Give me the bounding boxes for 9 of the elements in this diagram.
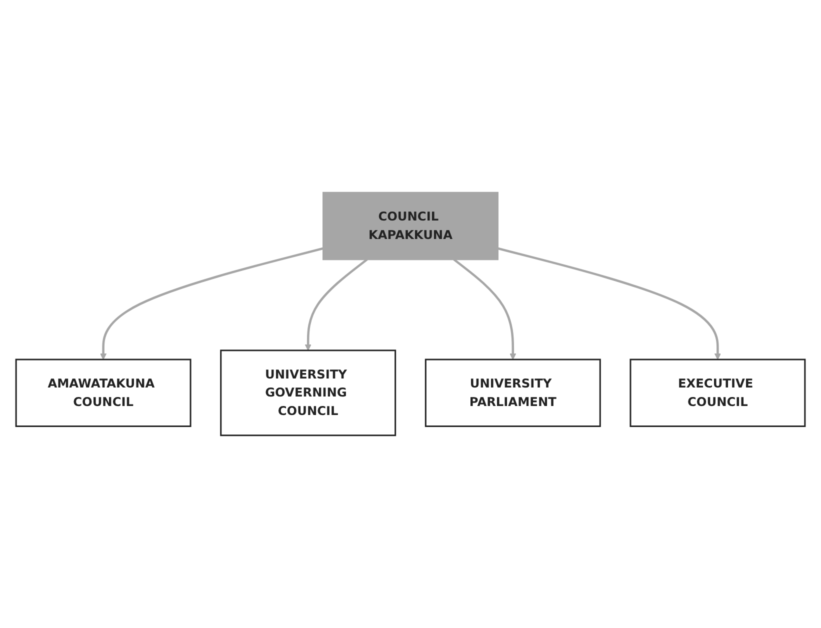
arrow [100, 247, 324, 360]
node-box: AMAWATAKUNA COUNCIL [15, 358, 192, 428]
arrow [304, 258, 368, 351]
node-box: UNIVERSITY PARLIAMENT [424, 358, 601, 428]
arrow [453, 258, 516, 360]
node-box: COUNCIL KAPAKKUNA [322, 192, 498, 260]
arrow [497, 247, 722, 360]
node-box: UNIVERSITY GOVERNING COUNCIL [220, 350, 396, 436]
node-box: EXECUTIVE COUNCIL [630, 358, 806, 428]
